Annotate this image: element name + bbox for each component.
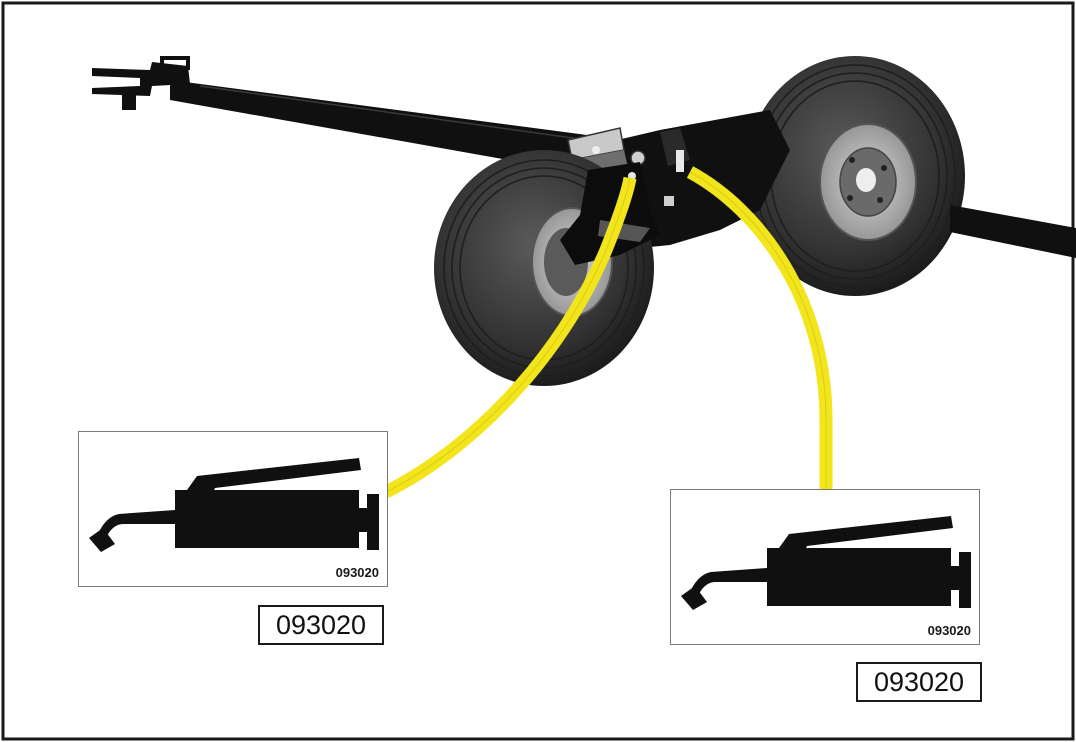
axle-right-extension — [950, 205, 1076, 258]
part-label-left: 093020 — [258, 605, 384, 645]
part-label-right: 093020 — [856, 662, 982, 702]
left-wheel — [434, 150, 654, 386]
grease-gun-icon — [89, 458, 379, 552]
hitch-clevis — [92, 56, 190, 110]
inset-code-label: 093020 — [927, 623, 971, 638]
grease-gun-inset-right: 093020 — [670, 489, 980, 645]
grease-gun-icon — [681, 516, 971, 610]
transport-axle-illustration — [92, 56, 1076, 386]
grease-gun-inset-left: 093020 — [78, 431, 388, 587]
inset-code-label: 093020 — [335, 565, 379, 580]
right-wheel — [745, 56, 965, 296]
